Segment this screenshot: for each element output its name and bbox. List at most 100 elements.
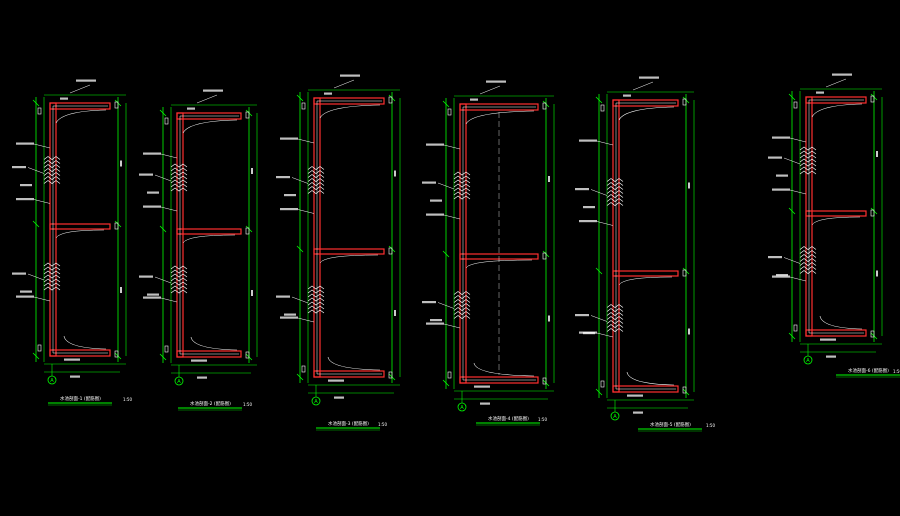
annotation-dim-text: [816, 91, 824, 94]
annotation-rebar-label: [276, 295, 290, 298]
annotation-label: [772, 136, 790, 139]
hatch-stroke: [606, 308, 624, 312]
annotation-rebar-label: [422, 181, 436, 184]
slab-top: [459, 103, 539, 111]
hatch-stroke: [606, 198, 624, 202]
rebar-lap-hatch: [307, 166, 325, 194]
hatch-stroke: [43, 266, 61, 271]
elevation-marker: [600, 380, 605, 388]
hatch-stroke: [799, 150, 817, 155]
axis-bubble: [174, 376, 184, 386]
elevation-marker: [682, 386, 687, 394]
haunch-middle: [182, 234, 236, 244]
rebar-lap-hatch: [170, 265, 188, 294]
leader-line: [33, 199, 51, 204]
elevation-marker: [793, 324, 798, 332]
annotation-rebar-label: [139, 275, 153, 278]
annotation-bottom-label: [820, 338, 836, 341]
dim-value-text: [548, 315, 550, 322]
hatch-stroke: [453, 187, 471, 192]
haunch-bottom: [819, 315, 863, 330]
axis-label: A: [460, 405, 464, 411]
rebar-lap-hatch: [799, 246, 817, 274]
leader-line: [789, 189, 807, 195]
section-scale: 1:50: [706, 423, 715, 428]
section-title: 水池剖面-4 (配筋图): [488, 415, 529, 422]
hatch-stroke: [307, 174, 325, 178]
annotation-dim-text: [480, 402, 490, 405]
haunch-top: [182, 119, 238, 134]
slab-middle: [176, 228, 242, 235]
hatch-stroke: [170, 289, 188, 294]
hatch-stroke: [453, 299, 471, 303]
hatch-stroke: [606, 304, 624, 308]
rebar-lap-hatch: [307, 285, 325, 314]
hatch-stroke: [307, 285, 325, 290]
hatch-stroke: [606, 178, 624, 182]
hatch-stroke: [170, 285, 188, 290]
slab-top: [49, 102, 111, 110]
annotation-label: [426, 213, 444, 216]
annotation-label: [143, 152, 161, 155]
elevation-marker: [114, 101, 119, 109]
dim-value-text: [876, 270, 878, 277]
annotation-label: [772, 275, 790, 278]
rebar-lap-hatch: [606, 304, 624, 332]
elevation-marker: [600, 104, 605, 112]
annotation-label: [280, 137, 298, 140]
annotation-dim-text: [334, 396, 344, 399]
hatch-stroke: [799, 154, 817, 159]
annotation-label: [143, 296, 161, 299]
rebar-lap-hatch: [453, 171, 471, 200]
dim-tick: [296, 245, 304, 253]
annotation-bottom-label: [328, 379, 344, 382]
haunch-bottom: [473, 362, 535, 377]
hatch-stroke: [799, 254, 817, 258]
dim-value-text: [394, 170, 396, 177]
annotation-top-label: [639, 76, 659, 79]
hatch-stroke: [453, 315, 471, 319]
annotation-label: [16, 142, 34, 145]
hatch-stroke: [43, 156, 61, 160]
annotation-label: [579, 331, 597, 334]
hatch-stroke: [307, 178, 325, 182]
dim-tick: [32, 352, 40, 360]
rebar-lap-hatch: [453, 291, 471, 319]
section-title: 水池剖面-3 (配筋图): [328, 420, 369, 427]
hatch-stroke: [799, 262, 817, 266]
annotation-top-label: [832, 73, 852, 76]
elevation-marker: [114, 222, 119, 230]
hatch-stroke: [799, 246, 817, 250]
annotation-top-label: [76, 79, 96, 82]
hatch-stroke: [606, 328, 624, 332]
hatch-stroke: [307, 170, 325, 174]
dim-tick: [442, 379, 450, 387]
slab-bottom: [176, 350, 242, 358]
annotation-dim-text: [60, 97, 68, 100]
annotation-top-label: [203, 89, 223, 92]
hatch-stroke: [799, 158, 817, 163]
hatch-stroke: [307, 166, 325, 170]
section-scale: 1:50: [893, 369, 900, 374]
dim-value-text: [876, 151, 878, 157]
dim-tick: [159, 109, 167, 117]
slab-middle: [49, 223, 111, 230]
hatch-stroke: [43, 286, 61, 291]
haunch-bottom: [626, 371, 675, 386]
hatch-stroke: [307, 301, 325, 306]
dim-tick: [159, 225, 167, 233]
annotation-rebar-label: [147, 191, 159, 194]
leader-line: [783, 157, 801, 165]
elevation-marker: [447, 371, 452, 379]
leader-line: [590, 315, 608, 322]
hatch-stroke: [43, 278, 61, 283]
axis-label: A: [806, 358, 810, 364]
hatch-stroke: [606, 324, 624, 328]
annotation-dim-text: [470, 98, 478, 101]
hatch-stroke: [170, 269, 188, 274]
section-scale: 1:50: [243, 402, 252, 407]
hatch-stroke: [606, 194, 624, 198]
annotation-bottom-label: [474, 385, 490, 388]
annotation-dim-text: [324, 92, 332, 95]
